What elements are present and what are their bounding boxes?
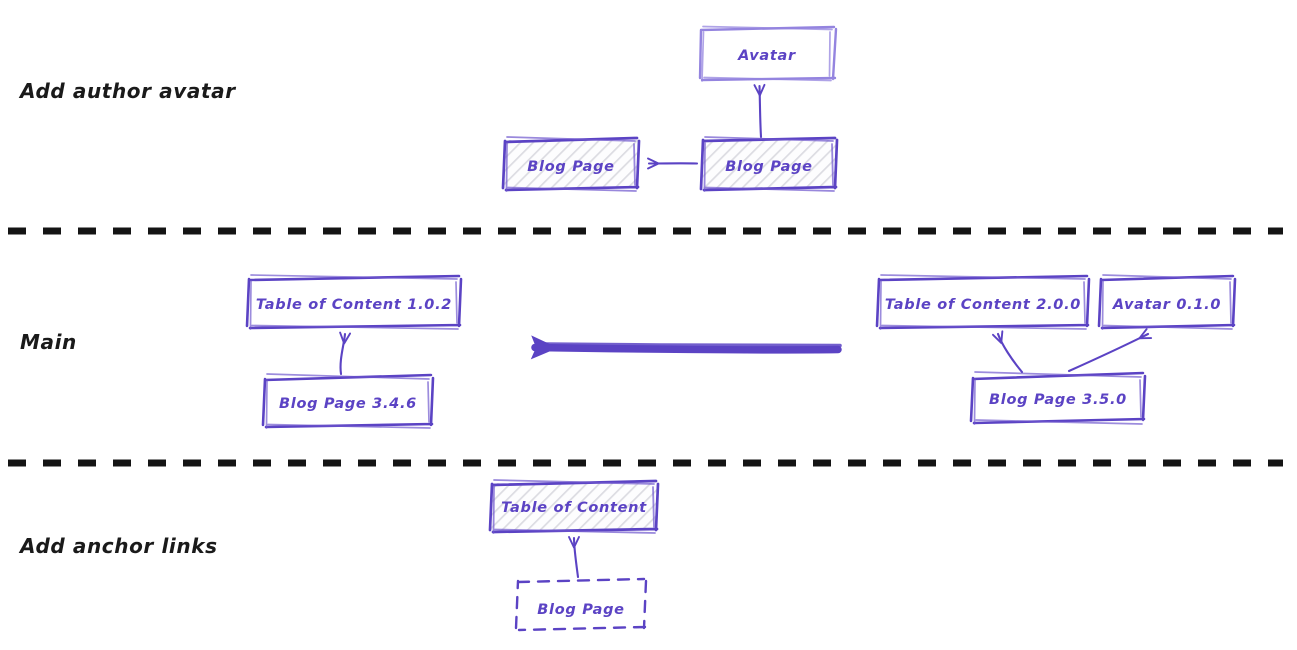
node-blog-page-top-right[interactable] bbox=[699, 136, 839, 192]
arrow-blogpage350-to-avatar010 bbox=[1067, 328, 1153, 373]
arrow-main-merge bbox=[530, 335, 842, 360]
node-table-of-content-2-0-0[interactable] bbox=[875, 274, 1091, 330]
arrow-blogpage346-to-toc102 bbox=[339, 331, 352, 376]
section-label-main: Main bbox=[20, 330, 77, 354]
node-avatar-0-1-0[interactable] bbox=[1097, 274, 1237, 330]
arrow-blogpage350-to-toc200 bbox=[992, 330, 1024, 374]
arrow-blogpage-to-toc-bottom bbox=[568, 536, 580, 579]
node-blog-page-3-4-6[interactable] bbox=[261, 373, 435, 429]
node-avatar-top[interactable] bbox=[698, 25, 838, 82]
node-table-of-content-bottom[interactable] bbox=[488, 479, 660, 534]
node-blog-page-3-5-0[interactable] bbox=[969, 371, 1147, 425]
node-blog-page-top-left[interactable] bbox=[501, 136, 641, 192]
node-blog-page-bottom[interactable] bbox=[514, 577, 648, 632]
section-label-add-author-avatar: Add author avatar bbox=[20, 79, 236, 103]
arrow-blogpage-to-avatar-top bbox=[753, 83, 766, 139]
section-label-add-anchor-links: Add anchor links bbox=[20, 534, 218, 558]
node-table-of-content-1-0-2[interactable] bbox=[245, 274, 463, 330]
